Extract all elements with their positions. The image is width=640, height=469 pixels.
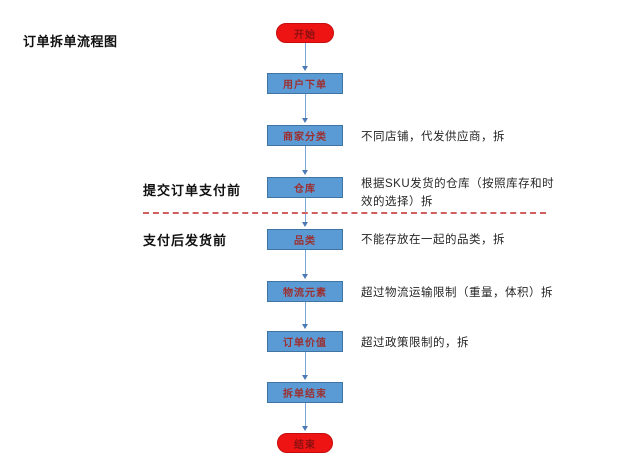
node-order-value: 订单价值 (267, 331, 343, 352)
end-node: 结束 (277, 433, 333, 453)
node-warehouse-label: 仓库 (294, 184, 316, 195)
node-merchant-sort: 商家分类 (267, 125, 343, 146)
arrow-down-icon (302, 222, 308, 227)
arrow-merchant-to-warehouse (301, 146, 310, 175)
arrow-line (305, 94, 306, 119)
arrow-logistics-to-order-value (301, 302, 310, 329)
arrow-warehouse-to-category (301, 198, 310, 227)
arrow-down-icon (302, 170, 308, 175)
arrow-line (305, 43, 306, 67)
node-category-label: 品类 (294, 236, 316, 247)
arrow-line (305, 198, 306, 223)
phase-divider-line (143, 212, 546, 214)
annotation-category: 不能存放在一起的品类，拆 (361, 234, 505, 246)
node-user-order-label: 用户下单 (283, 80, 327, 91)
annotation-merchant-sort: 不同店铺，代发供应商，拆 (361, 131, 505, 143)
arrow-user-order-to-merchant (301, 94, 310, 123)
node-category: 品类 (267, 229, 343, 250)
start-node-label: 开始 (294, 29, 316, 41)
arrow-down-icon (302, 375, 308, 380)
arrow-line (305, 403, 306, 427)
phase-label-before-payment: 提交订单支付前 (143, 183, 242, 198)
start-node: 开始 (276, 23, 334, 43)
arrow-line (305, 302, 306, 325)
annotation-warehouse: 根据SKU发货的仓库（按照库存和时 效的选择）拆 (361, 178, 555, 208)
arrow-down-icon (302, 426, 308, 431)
end-node-label: 结束 (294, 439, 316, 451)
arrow-split-end-to-end (301, 403, 310, 431)
annotation-logistics: 超过物流运输限制（重量，体积）拆 (361, 287, 553, 299)
node-split-end-label: 拆单结束 (283, 389, 327, 400)
node-logistics-label: 物流元素 (283, 288, 327, 299)
node-split-end: 拆单结束 (267, 382, 343, 403)
diagram-title: 订单拆单流程图 (23, 34, 118, 49)
arrow-down-icon (302, 324, 308, 329)
phase-label-after-payment: 支付后发货前 (143, 233, 228, 248)
node-order-value-label: 订单价值 (283, 338, 327, 349)
node-warehouse: 仓库 (267, 177, 343, 198)
node-logistics: 物流元素 (267, 281, 343, 302)
arrow-line (305, 352, 306, 376)
arrow-down-icon (302, 274, 308, 279)
arrow-order-value-to-split-end (301, 352, 310, 380)
arrow-start-to-user-order (301, 43, 310, 71)
arrow-line (305, 146, 306, 171)
node-user-order: 用户下单 (267, 73, 343, 94)
node-merchant-sort-label: 商家分类 (283, 132, 327, 143)
arrow-down-icon (302, 66, 308, 71)
arrow-line (305, 250, 306, 275)
annotation-order-value: 超过政策限制的，拆 (361, 337, 469, 349)
arrow-category-to-logistics (301, 250, 310, 279)
arrow-down-icon (302, 118, 308, 123)
